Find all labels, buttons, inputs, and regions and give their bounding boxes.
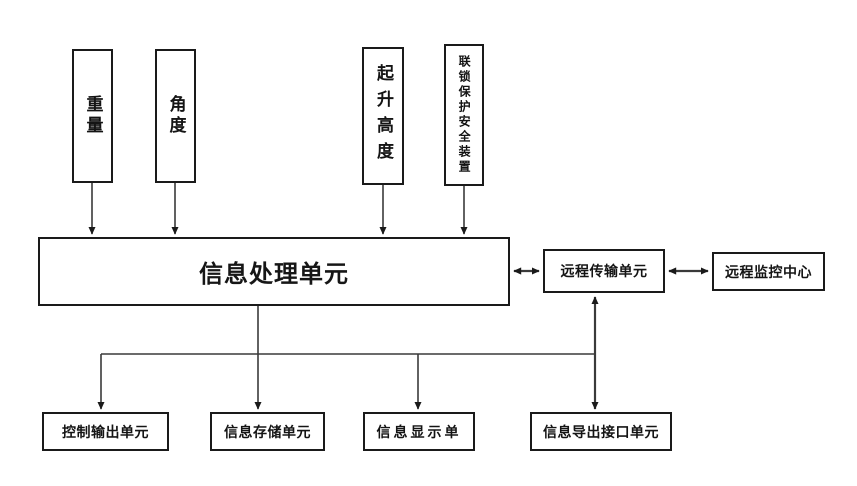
information-export-interface-unit[interactable]: 信息导出接口单元: [530, 412, 672, 451]
information-processing-unit-label: 信息处理单元: [199, 261, 349, 288]
sensor-label-interlock-protection: 联锁保护安全装置: [457, 55, 472, 175]
information-display-unit-label: 信息显示单: [376, 423, 462, 440]
remote-monitoring-center-label: 远程监控中心: [725, 263, 812, 280]
sensor-label-lift-height: 起升高度: [374, 64, 394, 168]
remote-transmission-unit[interactable]: 远程传输单元: [543, 249, 665, 293]
sensor-box-interlock-protection[interactable]: 联锁保护安全装置: [444, 44, 484, 186]
information-storage-unit-label: 信息存储单元: [224, 423, 311, 440]
sensor-box-lift-height[interactable]: 起升高度: [362, 47, 404, 185]
information-processing-unit[interactable]: 信息处理单元: [38, 237, 510, 306]
sensor-label-weight: 重量: [83, 95, 103, 137]
information-display-unit[interactable]: 信息显示单: [363, 412, 475, 451]
information-export-interface-unit-label: 信息导出接口单元: [543, 423, 659, 440]
remote-transmission-unit-label: 远程传输单元: [560, 263, 648, 279]
sensor-label-angle: 角度: [166, 95, 186, 137]
control-output-unit-label: 控制输出单元: [62, 423, 149, 440]
remote-monitoring-center[interactable]: 远程监控中心: [712, 252, 825, 291]
sensor-box-weight[interactable]: 重量: [72, 49, 113, 183]
control-output-unit[interactable]: 控制输出单元: [42, 412, 169, 451]
sensor-box-angle[interactable]: 角度: [155, 49, 196, 183]
information-storage-unit[interactable]: 信息存储单元: [210, 412, 325, 451]
